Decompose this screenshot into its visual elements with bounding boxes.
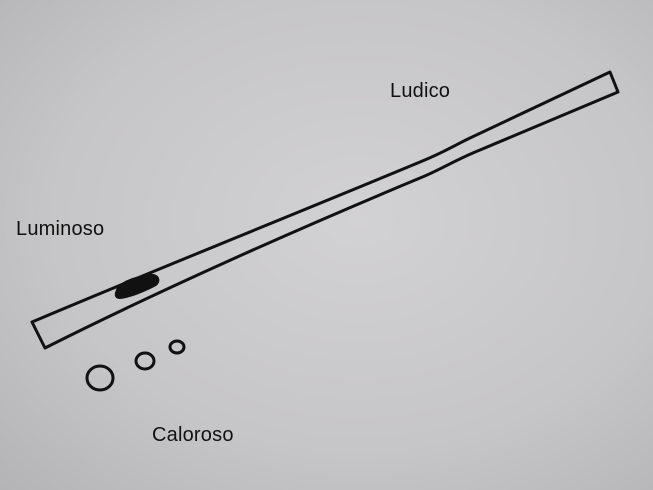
label-caloroso: Caloroso: [152, 424, 234, 446]
small-circle-medium: [134, 351, 156, 371]
small-circle-large: [85, 364, 115, 392]
label-ludico: Ludico: [390, 80, 451, 102]
slider-bar-outline: [30, 70, 620, 350]
small-circle-small: [168, 339, 186, 355]
slider-marker-blob: [114, 273, 160, 299]
label-luminoso: Luminoso: [16, 218, 105, 240]
